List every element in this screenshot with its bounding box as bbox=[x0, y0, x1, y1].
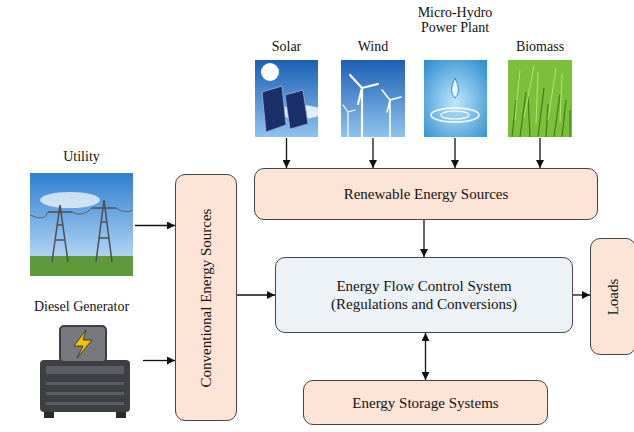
picture-label: Utility bbox=[28, 150, 135, 165]
flow-arrow bbox=[573, 294, 590, 295]
picture-label: Solar bbox=[254, 40, 319, 55]
flow-arrow bbox=[135, 225, 175, 226]
box-label: Loads bbox=[604, 278, 622, 315]
wind-picture bbox=[341, 60, 405, 137]
flow-arrow bbox=[425, 333, 426, 380]
biomass-node: Biomass bbox=[500, 40, 580, 138]
solar-node: Solar bbox=[254, 40, 319, 138]
picture-label: Biomass bbox=[500, 40, 580, 55]
flow-arrow bbox=[539, 138, 540, 168]
generator-picture bbox=[40, 326, 130, 418]
box-label: Renewable Energy Sources bbox=[344, 185, 509, 203]
water-picture bbox=[424, 60, 487, 137]
box-label: Energy Flow Control System (Regulations … bbox=[314, 277, 534, 313]
picture-label: Wind bbox=[340, 40, 406, 55]
renewable-box: Renewable Energy Sources bbox=[254, 168, 598, 220]
wind-node: Wind bbox=[340, 40, 406, 138]
storage-box: Energy Storage Systems bbox=[303, 380, 548, 425]
flow-arrow bbox=[454, 138, 455, 168]
box-label: Conventional Energy Sources bbox=[197, 208, 215, 387]
utility-node: Utility bbox=[28, 150, 135, 277]
hydro-node: Micro-Hydro Power Plant bbox=[405, 6, 505, 138]
flow-arrow bbox=[423, 220, 424, 257]
flow-arrow bbox=[143, 360, 175, 361]
solar-picture bbox=[255, 60, 322, 137]
generator-node: Diesel Generator bbox=[20, 300, 143, 422]
flow-arrow bbox=[286, 138, 287, 168]
control-box: Energy Flow Control System (Regulations … bbox=[275, 257, 573, 333]
picture-label: Micro-Hydro Power Plant bbox=[405, 6, 505, 35]
conventional-box: Conventional Energy Sources bbox=[175, 174, 237, 421]
flow-arrow bbox=[237, 294, 275, 295]
flow-arrow bbox=[372, 138, 373, 168]
picture-label: Diesel Generator bbox=[20, 300, 143, 315]
grass-picture bbox=[508, 60, 572, 137]
box-label: Energy Storage Systems bbox=[352, 394, 498, 412]
utility-picture bbox=[30, 173, 133, 276]
loads-box: Loads bbox=[590, 238, 634, 355]
